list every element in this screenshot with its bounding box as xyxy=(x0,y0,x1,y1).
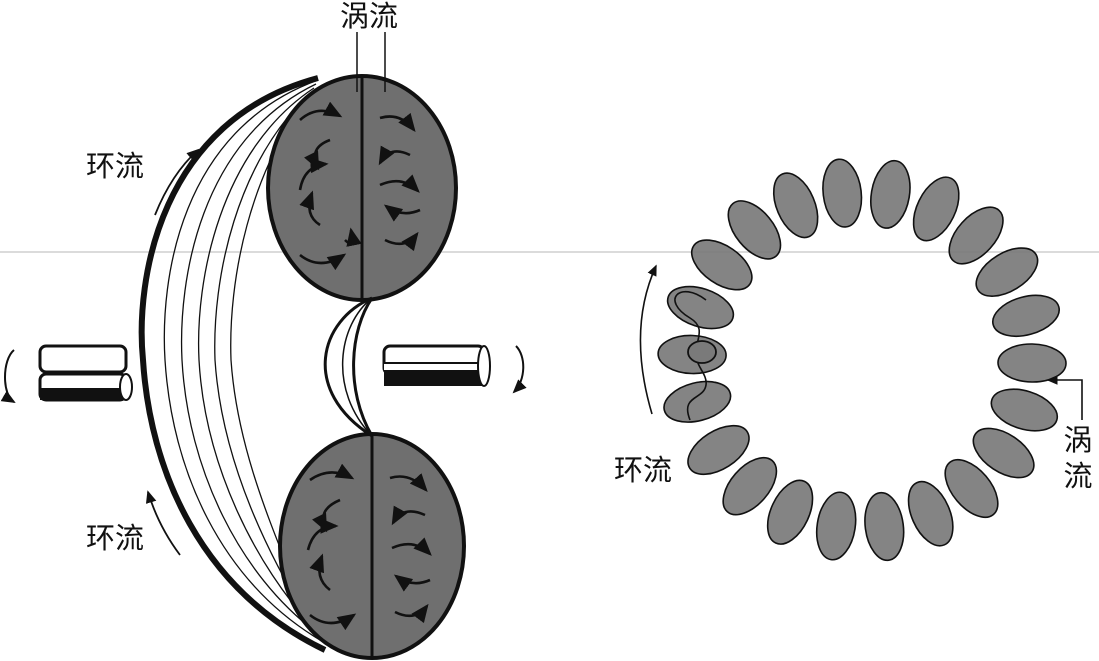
torus-segment xyxy=(666,285,735,330)
circulation-label-lower-left: 环流 xyxy=(86,521,145,555)
eddy-label-top: 涡流 xyxy=(340,0,399,33)
ring-throat xyxy=(323,296,374,438)
torus-segment xyxy=(997,343,1067,383)
circulation-label-upper-left: 环流 xyxy=(86,149,145,183)
upper-circulation-arrow-icon xyxy=(154,148,200,216)
torus-segment xyxy=(766,479,814,545)
circulation-label-right: 环流 xyxy=(614,453,673,487)
torus-segment xyxy=(907,480,954,547)
torus-segment xyxy=(944,458,999,519)
torus-segment xyxy=(948,206,1004,265)
torus-segment xyxy=(722,456,778,516)
torus-segment xyxy=(912,176,960,242)
torus-segment xyxy=(772,172,819,239)
lower-circulation-arrow-icon xyxy=(145,490,181,556)
right-cylinder xyxy=(382,344,491,387)
torus-segment xyxy=(815,491,857,561)
torus-segment xyxy=(690,239,753,291)
left-cylinder xyxy=(38,344,133,402)
torus-segments xyxy=(657,158,1067,562)
torus-segment xyxy=(975,247,1039,297)
torus-knot xyxy=(687,340,717,364)
torus-segment xyxy=(992,294,1060,338)
eddy-label-right: 涡流 xyxy=(1063,423,1093,493)
lower-vortex xyxy=(278,432,466,660)
torus-segment xyxy=(822,158,863,228)
right-rotation-arrow-icon xyxy=(512,345,527,394)
torus-segment xyxy=(870,159,911,229)
torus-segment xyxy=(663,380,732,423)
torus-segment xyxy=(990,388,1059,432)
circulation-band xyxy=(138,75,327,653)
torus-eddy-arrow-icon xyxy=(1046,375,1083,420)
left-rotation-arrow-icon xyxy=(0,349,16,404)
torus-segment xyxy=(727,200,782,260)
torus-segment xyxy=(972,427,1035,479)
torus-diagram xyxy=(639,158,1083,562)
upper-vortex xyxy=(266,74,458,302)
torus-segment xyxy=(687,424,750,476)
cross-section-diagram xyxy=(0,32,527,660)
torus-segment xyxy=(864,491,905,562)
torus-circulation-arrow-icon xyxy=(639,264,657,415)
